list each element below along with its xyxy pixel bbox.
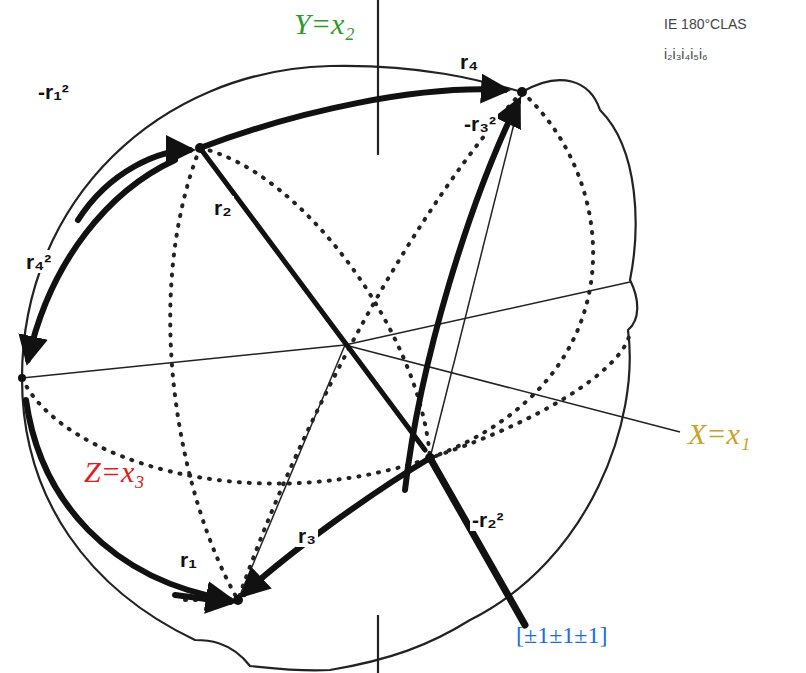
axis-label: Y=x₂ <box>292 8 357 40</box>
header-note: IE 180°CLAS <box>662 16 749 32</box>
direction-index: [±1±1±1] <box>514 622 610 648</box>
zone-label: -r₃² <box>462 112 498 135</box>
zone-label: r₃ <box>296 524 318 547</box>
zone-label: r₁ <box>178 548 199 571</box>
axis-label: X=x₁ <box>686 418 752 450</box>
header-note: i₂i₃i₄i₅i₆ <box>662 46 710 62</box>
zone-label: r₄² <box>24 250 53 273</box>
zone-label: r₄ <box>458 50 480 73</box>
zone-label: r₂ <box>212 196 234 219</box>
zone-label: -r₂² <box>470 508 506 531</box>
axis-label: Z=x₃ <box>82 456 147 488</box>
zone-label: -r₁² <box>36 80 71 103</box>
